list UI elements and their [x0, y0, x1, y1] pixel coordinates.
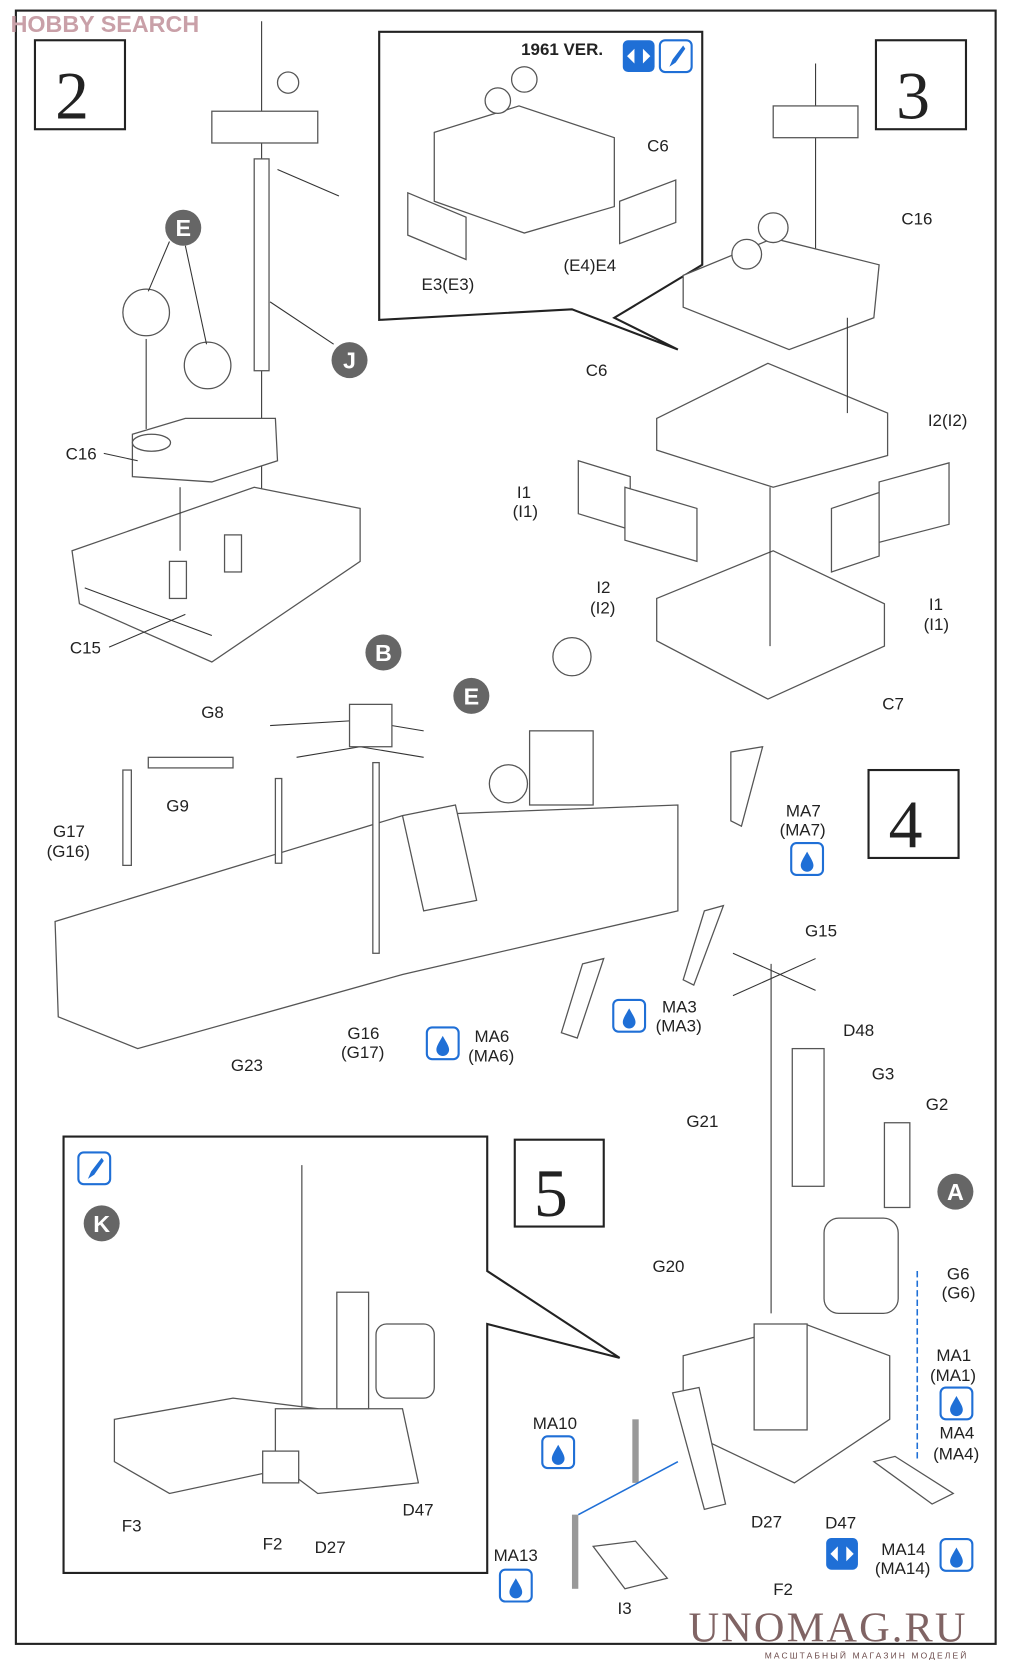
- label-d48: D48: [843, 1021, 874, 1040]
- label-c15: C15: [70, 639, 101, 658]
- step-number: 5: [534, 1156, 568, 1231]
- label-ma10: MA10: [533, 1414, 577, 1433]
- label-c16: C16: [901, 210, 932, 229]
- label-g3: G3: [872, 1064, 895, 1083]
- label-g20: G20: [652, 1257, 684, 1276]
- label-d47: D47: [402, 1501, 433, 1520]
- paint-icon: [939, 1386, 974, 1421]
- step-2: 2 E J C16 C15: [33, 21, 368, 663]
- badge-e-letter: E: [464, 683, 480, 709]
- step-number: 2: [55, 59, 89, 134]
- paint-icon: [939, 1537, 974, 1572]
- label-g8: G8: [201, 703, 224, 722]
- label-d27: D27: [751, 1512, 782, 1531]
- both-sides-icon: [622, 40, 655, 73]
- watermark-hobby-search: HOBBY SEARCH: [11, 11, 200, 37]
- label-g9: G9: [166, 796, 189, 815]
- label-d27: D27: [315, 1538, 346, 1557]
- paint-icon: [790, 842, 825, 876]
- label-g23: G23: [231, 1056, 263, 1075]
- label-ma13: MA13: [494, 1546, 538, 1565]
- label-ma6-alt: (MA6): [468, 1046, 514, 1065]
- label-i1: I1: [929, 595, 943, 614]
- label-g21: G21: [686, 1112, 718, 1131]
- page-frame: [14, 9, 997, 1645]
- both-sides-icon: [826, 1537, 858, 1570]
- label-ma14-alt: (MA14): [875, 1559, 931, 1578]
- watermark-unomag: UNOMAG.RU: [688, 1605, 967, 1652]
- brush-icon: [658, 39, 693, 74]
- label-i2-alt: (I2): [590, 598, 615, 617]
- brush-icon: [77, 1151, 112, 1186]
- label-ma6: MA6: [475, 1027, 510, 1046]
- label-ma3: MA3: [662, 998, 697, 1017]
- badge-j: [331, 342, 368, 379]
- label-i2: I2: [596, 578, 610, 597]
- badge-a: [937, 1173, 974, 1210]
- label-e3: E3(E3): [422, 275, 475, 294]
- label-i3: I3: [618, 1599, 632, 1618]
- label-c7: C7: [882, 695, 904, 714]
- step-4: 4 B E G8 G9 G17 (G16) G23 G16 (G17) MA6 …: [47, 634, 960, 1075]
- label-ma14: MA14: [881, 1540, 925, 1559]
- paint-icon: [498, 1568, 533, 1603]
- badge-k-letter: K: [93, 1211, 110, 1237]
- step-3: 3 C16 C6 I2(I2) I1 (I1) I2 (I2) I1 (I1) …: [513, 39, 968, 714]
- step-number: 3: [896, 59, 930, 134]
- label-g2: G2: [926, 1095, 949, 1114]
- label-g17: G17: [53, 822, 85, 841]
- inset-1961-version: 1961 VER. C6 E3(E3) (E4)E4: [378, 30, 704, 351]
- badge-j-letter: J: [343, 348, 356, 374]
- label-ma1: MA1: [936, 1346, 971, 1365]
- label-ma1-alt: (MA1): [930, 1366, 976, 1385]
- badge-e: [453, 677, 490, 714]
- label-f3: F3: [122, 1517, 142, 1536]
- badge-b-letter: B: [375, 640, 392, 666]
- label-g6-alt: (G6): [942, 1284, 976, 1303]
- label-i1: I1: [517, 483, 531, 502]
- label-ma3-alt: (MA3): [656, 1017, 702, 1036]
- inset-title: 1961 VER.: [521, 40, 603, 59]
- label-ma7-alt: (MA7): [780, 821, 826, 840]
- label-i1-alt: (I1): [924, 615, 949, 634]
- label-ma4: MA4: [940, 1423, 975, 1442]
- paint-icon: [425, 1026, 460, 1061]
- label-c16: C16: [66, 445, 97, 464]
- badge-e: [165, 209, 202, 246]
- label-c6: C6: [586, 361, 608, 380]
- label-f2: F2: [263, 1535, 283, 1554]
- badge-e-letter: E: [175, 215, 191, 241]
- label-i1-alt: (I1): [513, 502, 538, 521]
- badge-k: [83, 1205, 120, 1242]
- label-g16-alt: (G17): [341, 1043, 384, 1062]
- label-ma4-alt: (MA4): [933, 1445, 979, 1464]
- label-g6: G6: [947, 1265, 970, 1284]
- label-g17-alt: (G16): [47, 842, 90, 861]
- step-5: 5 K F3 F2 D27 D47 A G15 D48 G3 G2 G: [62, 921, 979, 1618]
- label-ma7: MA7: [786, 802, 821, 821]
- watermark-unomag-sub: МАСШТАБНЫЙ МАГАЗИН МОДЕЛЕЙ: [765, 1650, 969, 1661]
- paint-icon: [612, 998, 647, 1033]
- label-i2: I2(I2): [928, 411, 968, 430]
- label-f2: F2: [773, 1580, 793, 1599]
- label-e4: (E4)E4: [563, 256, 616, 275]
- step-number: 4: [889, 787, 923, 862]
- paint-icon: [541, 1435, 576, 1470]
- badge-a-letter: A: [947, 1179, 964, 1205]
- label-c6: C6: [647, 136, 669, 155]
- badge-b: [365, 634, 402, 671]
- label-d47: D47: [825, 1513, 856, 1532]
- label-g15: G15: [805, 921, 837, 940]
- label-g16: G16: [347, 1024, 379, 1043]
